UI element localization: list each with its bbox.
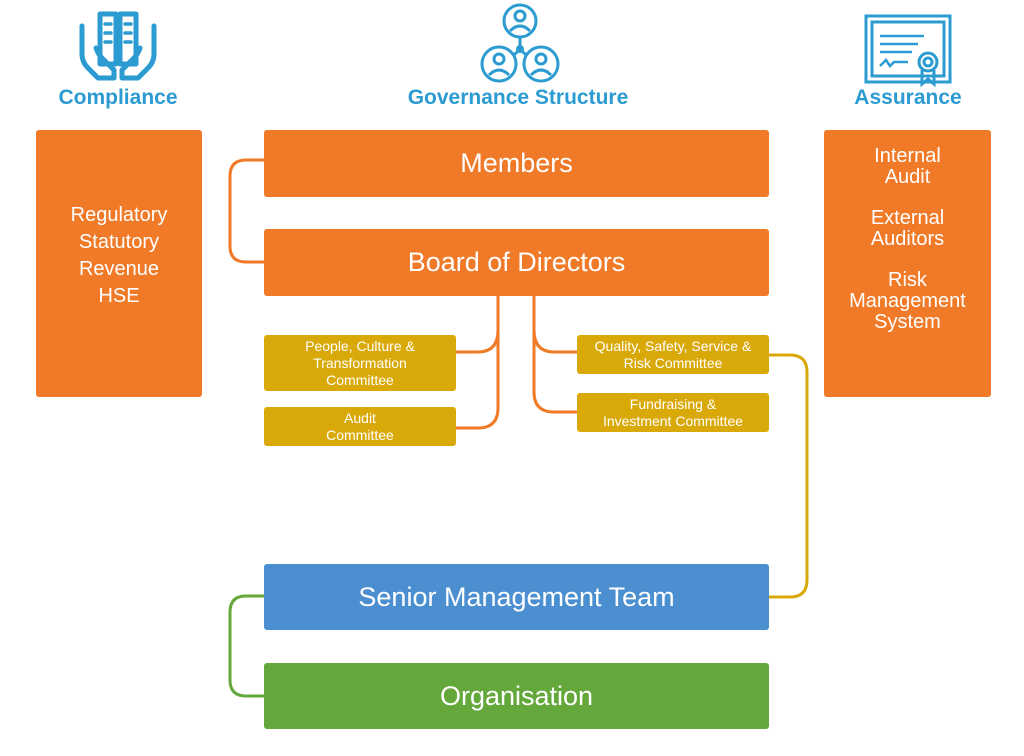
board-people-connector <box>456 296 500 354</box>
audit-committee-box: Audit Committee <box>264 407 456 446</box>
compliance-panel: Regulatory Statutory Revenue HSE <box>36 130 202 397</box>
compliance-title: Compliance <box>58 86 178 109</box>
assurance-title: Assurance <box>854 86 962 109</box>
organisation-box: Organisation <box>264 663 769 729</box>
board-quality-connector <box>532 296 577 354</box>
committee-line: People, Culture & <box>305 337 415 354</box>
members-box: Members <box>264 130 769 197</box>
assurance-line: Internal <box>874 145 941 167</box>
committee-line: Risk Committee <box>623 354 723 371</box>
assurance-line: External <box>870 207 945 229</box>
smt-organisation-connector <box>228 594 264 698</box>
committee-line: Audit <box>344 409 376 426</box>
fundraising-committee-box: Fundraising & Investment Committee <box>577 393 769 432</box>
compliance-item: Revenue <box>78 258 160 280</box>
compliance-item: Statutory <box>78 231 160 253</box>
committee-line: Fundraising & <box>629 395 717 412</box>
governance-title: Governance Structure <box>407 86 629 109</box>
board-fundraising-connector <box>532 330 577 414</box>
committee-line: Committee <box>326 371 394 388</box>
board-of-directors-box: Board of Directors <box>264 229 769 296</box>
assurance-line: Management <box>849 290 966 312</box>
committee-line: Committee <box>326 426 394 443</box>
assurance-line: Risk <box>888 269 927 291</box>
assurance-line: Audit <box>884 166 931 188</box>
committee-line: Quality, Safety, Service & <box>594 337 752 354</box>
assurance-line: System <box>874 311 941 333</box>
assurance-item-external-auditors: External Auditors <box>824 208 991 250</box>
senior-management-team-box: Senior Management Team <box>264 564 769 630</box>
certificate-icon <box>864 14 952 88</box>
quality-safety-committee-box: Quality, Safety, Service & Risk Committe… <box>577 335 769 374</box>
board-audit-connector <box>456 330 500 430</box>
quality-smt-connector <box>769 353 809 599</box>
assurance-item-internal-audit: Internal Audit <box>824 146 991 188</box>
members-board-connector <box>228 158 264 264</box>
people-network-icon <box>480 3 560 83</box>
compliance-item: HSE <box>98 285 140 307</box>
committee-line: Investment Committee <box>602 412 744 429</box>
assurance-panel: Internal Audit External Auditors Risk Ma… <box>824 130 991 397</box>
people-culture-committee-box: People, Culture & Transformation Committ… <box>264 335 456 391</box>
hands-holding-book-icon <box>79 11 157 81</box>
assurance-line: Auditors <box>870 228 945 250</box>
committee-line: Transformation <box>313 354 407 371</box>
compliance-item: Regulatory <box>70 204 168 226</box>
assurance-item-risk-management: Risk Management System <box>824 270 991 333</box>
